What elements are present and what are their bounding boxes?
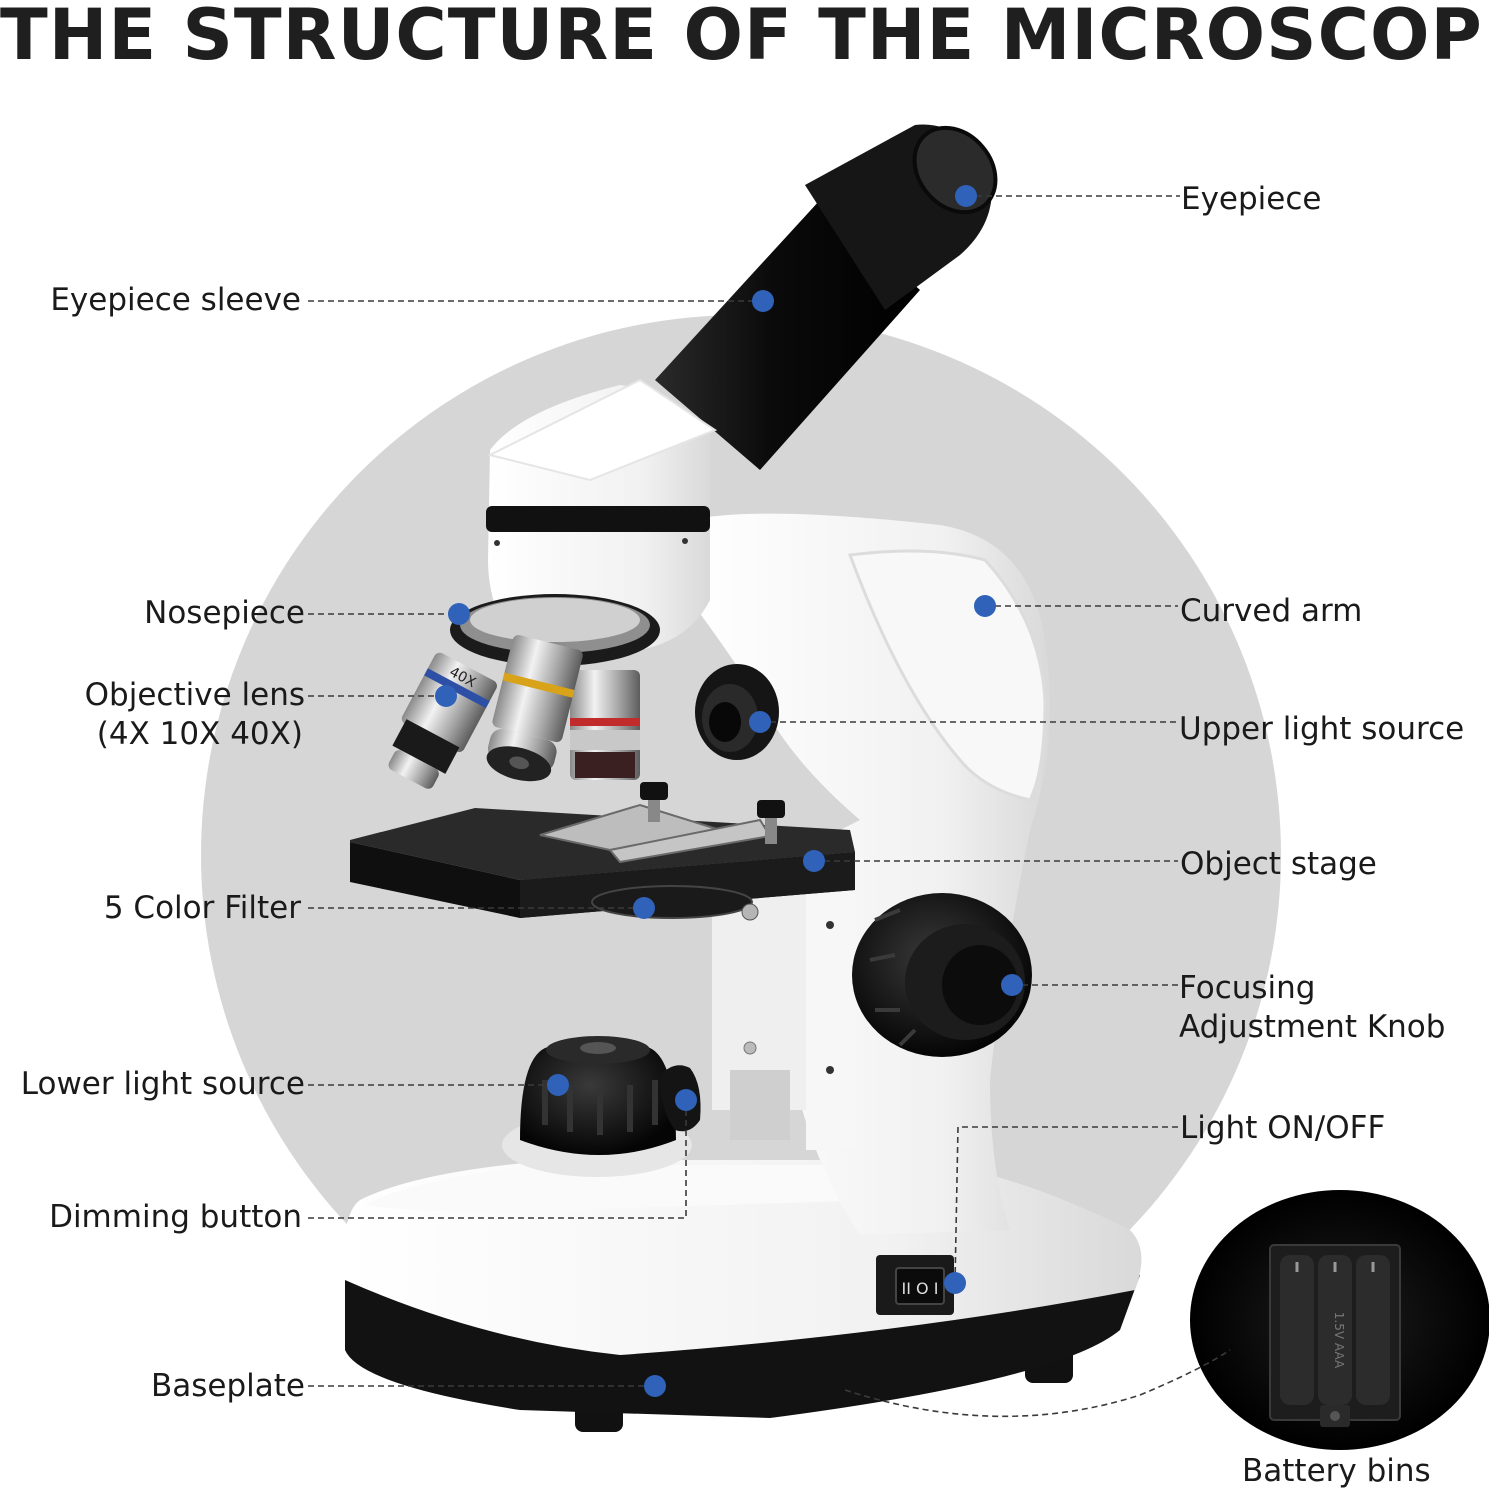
label-object-stage: Object stage (1180, 846, 1377, 882)
marker-nosepiece (448, 603, 470, 625)
marker-object-stage (803, 850, 825, 872)
label-eyepiece-sleeve: Eyepiece sleeve (50, 282, 301, 318)
marker-curved-arm (974, 595, 996, 617)
marker-dimming (675, 1089, 697, 1111)
light-switch: II O I (876, 1255, 954, 1315)
marker-upper-light (749, 711, 771, 733)
page-title: THE STRUCTURE OF THE MICROSCOPE (0, 0, 1489, 76)
baseplate-body (344, 1160, 1142, 1432)
label-focusing-adjustment-knob: Adjustment Knob (1179, 1009, 1446, 1045)
battery-bins-inset: 1.5V AAA (1190, 1190, 1489, 1450)
object-stage-body (350, 782, 855, 921)
leader-light-switch (954, 1126, 1178, 1284)
label-lower-light-source: Lower light source (20, 1066, 305, 1102)
label-nosepiece: Nosepiece (144, 595, 305, 631)
marker-lower-light (547, 1074, 569, 1096)
label-color-filter: 5 Color Filter (103, 890, 301, 926)
lower-light-body (502, 1036, 692, 1177)
label-focusing: Focusing (1179, 970, 1316, 1006)
leader-lines (308, 195, 1231, 1418)
label-curved-arm: Curved arm (1180, 593, 1363, 629)
label-objective-lens-magnifications: (4X 10X 40X) (96, 716, 303, 752)
upper-light-body (695, 664, 779, 760)
marker-eyepiece (955, 185, 977, 207)
focusing-knob-body (852, 893, 1032, 1057)
marker-objective-lens (435, 685, 457, 707)
marker-focusing (1001, 974, 1023, 996)
label-dimming-button: Dimming button (49, 1199, 302, 1235)
marker-color-filter (633, 897, 655, 919)
microscope-head (486, 378, 718, 654)
label-light-on-off: Light ON/OFF (1180, 1110, 1386, 1146)
label-upper-light-source: Upper light source (1179, 711, 1465, 747)
markers (435, 185, 1023, 1397)
marker-eyepiece-sleeve (752, 290, 774, 312)
label-eyepiece: Eyepiece (1181, 181, 1322, 217)
nosepiece-body (450, 594, 660, 666)
label-objective-lens: Objective lens (84, 677, 305, 713)
label-battery-bins: Battery bins (1242, 1453, 1431, 1489)
marker-baseplate (644, 1375, 666, 1397)
leader-dimming (308, 1100, 687, 1219)
switch-marking: II O I (902, 1279, 939, 1298)
label-baseplate: Baseplate (150, 1368, 305, 1404)
battery-marking: 1.5V AAA (1332, 1312, 1346, 1369)
marker-light-switch (944, 1272, 966, 1294)
